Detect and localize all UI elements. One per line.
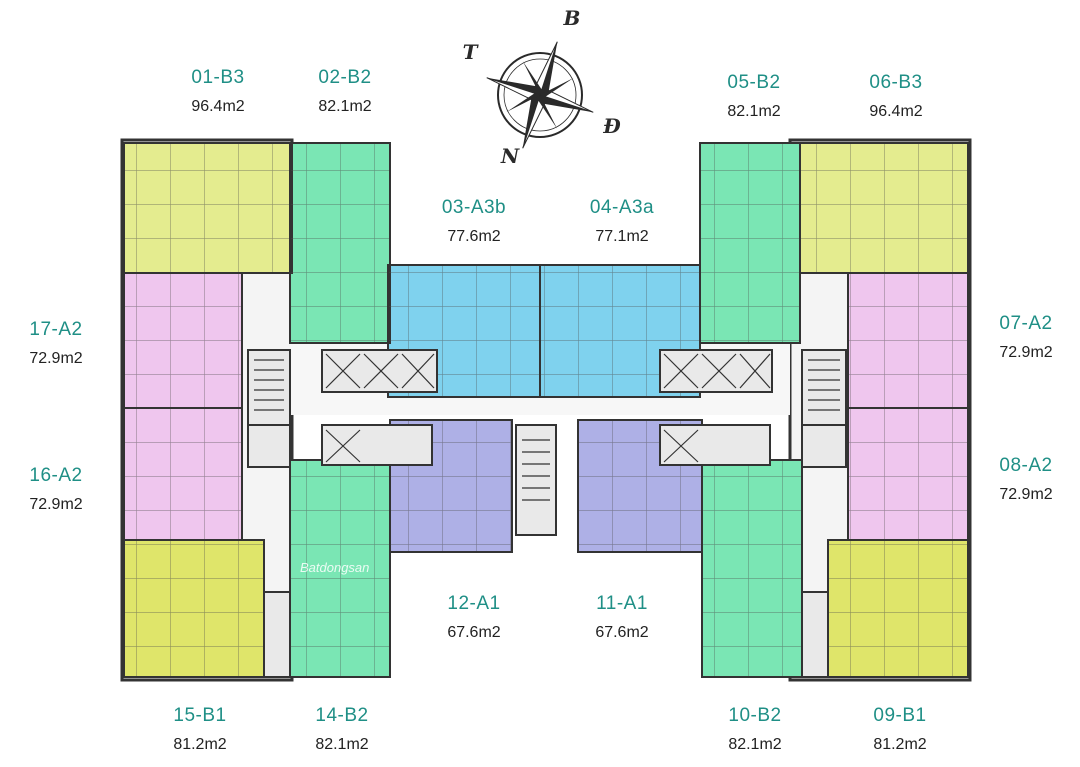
unit-area: 72.9m2 bbox=[999, 485, 1053, 503]
unit-code: 05-B2 bbox=[727, 72, 781, 93]
label-06-B3: 06-B3 96.4m2 bbox=[831, 71, 961, 122]
unit-area: 77.1m2 bbox=[595, 227, 649, 245]
unit-code: 17-A2 bbox=[29, 319, 83, 340]
unit-area: 72.9m2 bbox=[29, 495, 83, 513]
label-10-B2: 10-B2 82.1m2 bbox=[690, 704, 820, 755]
unit-code: 09-B1 bbox=[873, 705, 927, 726]
watermark: Batdongsan bbox=[300, 560, 370, 575]
unit-code: 11-A1 bbox=[596, 593, 648, 614]
unit-area: 96.4m2 bbox=[191, 97, 245, 115]
label-12-A1: 12-A1 67.6m2 bbox=[409, 592, 539, 643]
room-partitions bbox=[123, 142, 969, 678]
unit-code: 01-B3 bbox=[191, 67, 245, 88]
label-11-A1: 11-A1 67.6m2 bbox=[557, 592, 687, 643]
compass-east-label: Đ bbox=[602, 114, 621, 138]
label-04-A3a: 04-A3a 77.1m2 bbox=[557, 196, 687, 247]
unit-area: 67.6m2 bbox=[447, 623, 501, 641]
label-15-B1: 15-B1 81.2m2 bbox=[135, 704, 265, 755]
label-05-B2: 05-B2 82.1m2 bbox=[689, 71, 819, 122]
compass-west-label: T bbox=[463, 40, 480, 64]
unit-area: 67.6m2 bbox=[595, 623, 649, 641]
unit-area: 82.1m2 bbox=[315, 735, 369, 753]
unit-code: 06-B3 bbox=[869, 72, 923, 93]
unit-area: 82.1m2 bbox=[727, 102, 781, 120]
unit-area: 81.2m2 bbox=[873, 735, 927, 753]
label-02-B2: 02-B2 82.1m2 bbox=[280, 66, 410, 117]
label-07-A2: 07-A2 72.9m2 bbox=[961, 312, 1080, 363]
compass-north-label: B bbox=[563, 6, 581, 30]
label-09-B1: 09-B1 81.2m2 bbox=[835, 704, 965, 755]
unit-area: 82.1m2 bbox=[318, 97, 372, 115]
compass-rose: B Đ N T bbox=[463, 6, 622, 168]
label-14-B2: 14-B2 82.1m2 bbox=[277, 704, 407, 755]
label-01-B3: 01-B3 96.4m2 bbox=[153, 66, 283, 117]
unit-area: 82.1m2 bbox=[728, 735, 782, 753]
unit-code: 03-A3b bbox=[441, 197, 507, 218]
unit-code: 12-A1 bbox=[447, 593, 501, 614]
unit-area: 96.4m2 bbox=[869, 102, 923, 120]
elevator-shafts bbox=[254, 353, 840, 501]
unit-area: 77.6m2 bbox=[447, 227, 501, 245]
unit-code: 07-A2 bbox=[999, 313, 1053, 334]
compass-needles bbox=[486, 41, 594, 149]
label-03-A3b: 03-A3b 77.6m2 bbox=[409, 196, 539, 247]
unit-area: 72.9m2 bbox=[999, 343, 1053, 361]
unit-code: 02-B2 bbox=[318, 67, 372, 88]
unit-area: 81.2m2 bbox=[173, 735, 227, 753]
unit-code: 14-B2 bbox=[315, 705, 369, 726]
unit-code: 10-B2 bbox=[728, 705, 782, 726]
compass-south-label: N bbox=[500, 144, 520, 168]
label-17-A2: 17-A2 72.9m2 bbox=[0, 318, 121, 369]
unit-code: 16-A2 bbox=[29, 465, 83, 486]
unit-code: 04-A3a bbox=[589, 197, 655, 218]
unit-code: 15-B1 bbox=[173, 705, 227, 726]
unit-area: 72.9m2 bbox=[29, 349, 83, 367]
unit-code: 08-A2 bbox=[999, 455, 1053, 476]
label-08-A2: 08-A2 72.9m2 bbox=[961, 454, 1080, 505]
label-16-A2: 16-A2 72.9m2 bbox=[0, 464, 121, 515]
